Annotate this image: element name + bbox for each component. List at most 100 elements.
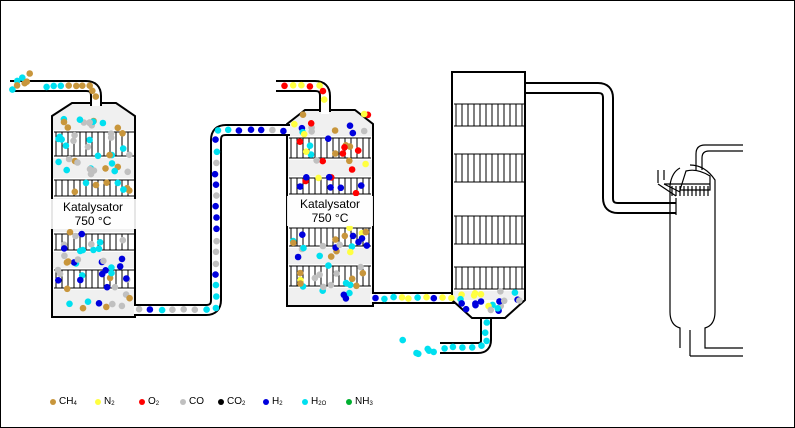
legend-item-o2: O2 (139, 396, 159, 407)
molecule-dot (325, 173, 333, 181)
molecule-particles (9, 70, 523, 358)
molecule-dot (60, 118, 68, 126)
molecule-dot (291, 120, 298, 128)
molecule-dot (362, 160, 369, 168)
molecule-dot (332, 150, 339, 157)
legend-item-nh3: NH3 (346, 396, 373, 407)
molecule-dot (303, 174, 310, 181)
molecule-dot (331, 127, 339, 134)
legend-swatch (180, 398, 186, 405)
reactor-2-name: Katalysator (299, 197, 361, 211)
legend-item-h2: H2 (263, 396, 283, 407)
molecule-dot (109, 300, 116, 308)
molecule-dot (103, 283, 111, 291)
reactor-2-label: Katalysator 750 °C (287, 196, 373, 226)
molecule-dot (346, 122, 354, 129)
molecule-dot (349, 232, 357, 240)
molecule-dot (296, 138, 304, 145)
molecule-dot (280, 127, 287, 135)
molecule-dot (311, 274, 319, 282)
molecule-dot (213, 225, 220, 233)
molecule-dot (65, 155, 73, 163)
molecule-dot (511, 289, 519, 296)
molecule-dot (111, 167, 118, 175)
molecule-dot (212, 304, 220, 312)
molecule-dot (494, 305, 502, 312)
molecule-dot (66, 300, 73, 308)
molecule-dot (353, 282, 360, 290)
molecule-dot (352, 189, 360, 197)
molecule-dot (108, 264, 115, 271)
molecule-dot (114, 179, 122, 187)
molecule-dot (477, 298, 485, 305)
molecule-dot (212, 281, 220, 289)
molecule-dot (346, 224, 353, 232)
molecule-dot (306, 83, 314, 90)
legend-swatch (346, 398, 352, 405)
molecule-dot (96, 239, 104, 246)
molecule-dot (308, 128, 316, 135)
molecule-dot (297, 280, 304, 287)
molecule-dot (89, 87, 96, 95)
molecule-dot (497, 288, 504, 295)
molecule-dot (77, 276, 84, 284)
molecule-dot (65, 82, 72, 89)
molecule-dot (82, 179, 90, 187)
molecule-dot (118, 255, 126, 263)
molecule-dot (224, 126, 232, 134)
molecule-dot (90, 246, 97, 254)
molecule-dot (212, 181, 220, 188)
molecule-dot (211, 170, 219, 178)
molecule-dot (281, 82, 288, 90)
molecule-dot (76, 116, 84, 123)
molecule-dot (481, 329, 489, 337)
molecule-dot (359, 269, 367, 277)
molecule-dot (103, 179, 110, 186)
molecule-dot (339, 150, 347, 157)
molecule-dot (398, 294, 406, 301)
molecule-dot (86, 136, 93, 144)
molecule-dot (458, 300, 466, 307)
legend-swatch (218, 398, 224, 405)
molecule-dot (496, 298, 503, 305)
molecule-dot (478, 342, 485, 350)
molecule-dot (43, 83, 50, 91)
molecule-dot (63, 166, 70, 174)
molecule-dot (360, 127, 368, 135)
molecule-dot (327, 281, 335, 289)
molecule-dot (158, 306, 166, 314)
molecule-dot (333, 270, 340, 277)
molecule-dot (477, 291, 485, 298)
molecule-dot (316, 252, 324, 260)
molecule-dot (340, 291, 348, 299)
reactor-1-name: Katalysator (62, 200, 124, 214)
molecule-dot (342, 279, 350, 287)
molecule-dot (86, 82, 93, 89)
molecule-dot (483, 337, 490, 345)
reactor-2-temp: 750 °C (311, 211, 349, 225)
molecule-dot (316, 271, 323, 279)
molecule-dot (346, 289, 353, 297)
molecule-dot (306, 142, 314, 149)
molecule-dot (78, 230, 86, 238)
molecule-dot (86, 165, 94, 173)
molecule-dot (341, 232, 349, 240)
molecule-dot (414, 294, 421, 301)
molecule-dot (102, 267, 109, 274)
molecule-dot (315, 174, 322, 182)
molecule-dot (413, 349, 420, 357)
legend-item-ch4: CH4 (50, 396, 77, 407)
molecule-dot (213, 237, 220, 245)
molecule-dot (320, 283, 327, 291)
reactor-1-temp: 750 °C (74, 214, 112, 228)
molecule-dot (459, 344, 466, 351)
molecule-dot (213, 192, 220, 199)
molecule-dot (62, 142, 70, 149)
molecule-dot (462, 305, 470, 313)
molecule-dot (58, 136, 65, 143)
molecule-dot (468, 344, 476, 351)
molecule-dot (424, 345, 432, 353)
molecule-dot (103, 303, 110, 311)
molecule-dot (214, 127, 222, 134)
